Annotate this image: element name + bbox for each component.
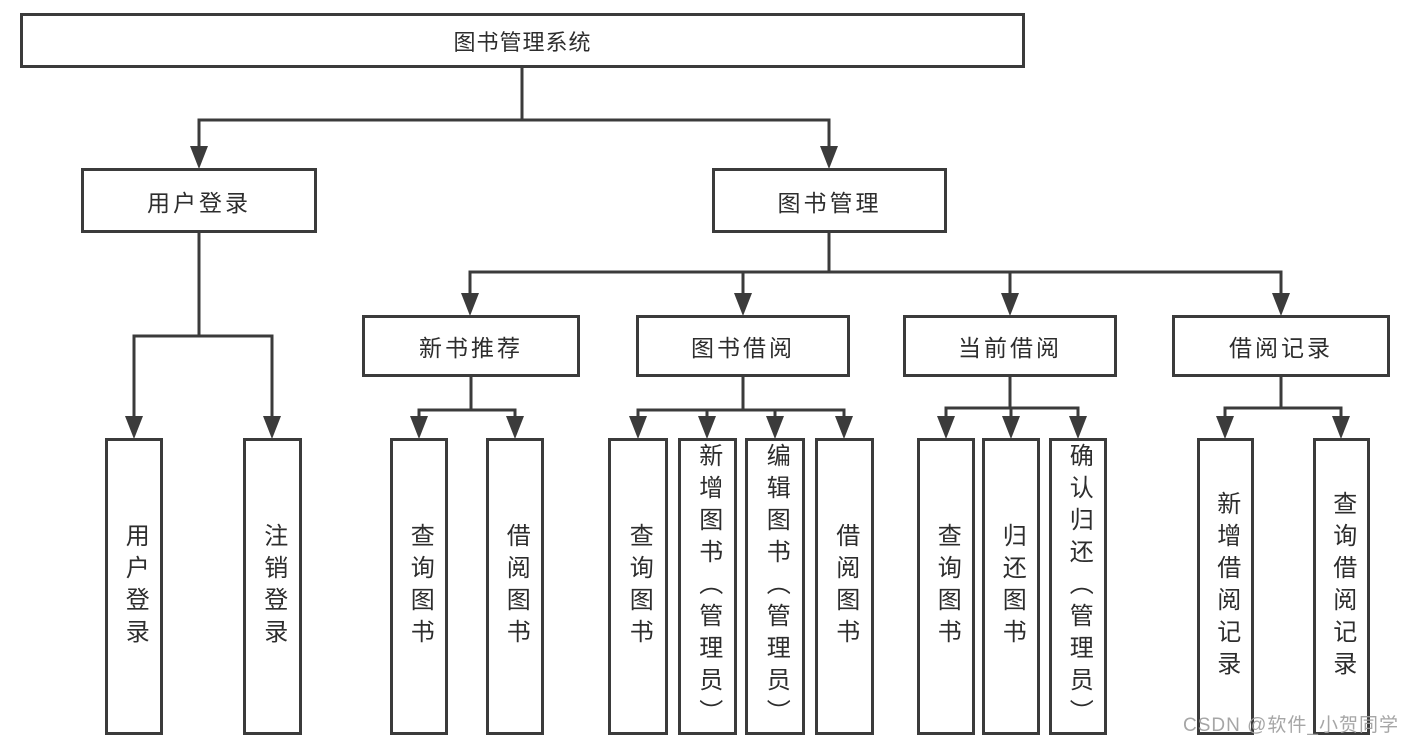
node-book-management: 图书管理 <box>712 168 947 233</box>
leaf-return-books: 归还图书 <box>982 438 1040 735</box>
leaf-query-books: 查询图书 <box>390 438 448 735</box>
leaf-borrow-books: 借阅图书 <box>815 438 874 735</box>
leaf-edit-books-admin: 编辑图书（管理员） <box>745 438 805 735</box>
leaf-borrow-books: 借阅图书 <box>486 438 544 735</box>
node-library-management-system: 图书管理系统 <box>20 13 1025 68</box>
leaf-confirm-return-admin: 确认归还（管理员） <box>1049 438 1107 735</box>
leaf-logout-login: 注销登录 <box>243 438 302 735</box>
node-book-borrowing: 图书借阅 <box>636 315 850 377</box>
watermark: CSDN @软件_小贺同学 <box>1183 715 1399 736</box>
leaf-add-books-admin: 新增图书（管理员） <box>678 438 737 735</box>
leaf-user-login: 用户登录 <box>105 438 163 735</box>
leaf-query-books: 查询图书 <box>917 438 975 735</box>
node-borrowing-records: 借阅记录 <box>1172 315 1390 377</box>
node-current-borrowing: 当前借阅 <box>903 315 1117 377</box>
leaf-query-books: 查询图书 <box>608 438 668 735</box>
node-new-book-recommendation: 新书推荐 <box>362 315 580 377</box>
node-user-login-branch: 用户登录 <box>81 168 317 233</box>
leaf-query-borrow-record: 查询借阅记录 <box>1313 438 1370 735</box>
leaf-add-borrow-record: 新增借阅记录 <box>1197 438 1254 735</box>
